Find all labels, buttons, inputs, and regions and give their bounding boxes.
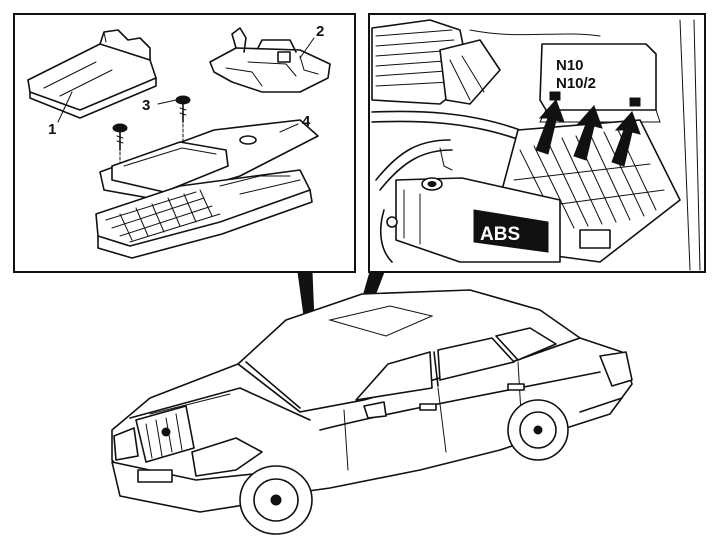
part-2-unit [209,27,331,93]
engine-bay-vent [371,19,501,105]
door-handle-rear [507,383,525,391]
relay-label-n10: N10 [556,57,584,74]
left-detail-panel: 1 2 3 4 [13,13,356,273]
headlight-left [191,437,263,477]
part-1-cover [27,29,157,119]
fuse-grid [105,189,221,243]
callout-1: 1 [48,121,56,138]
leader-lines [57,37,315,133]
abs-label: ABS [480,224,520,245]
callout-4: 4 [302,113,311,130]
callout-3: 3 [142,97,150,114]
tail-light [599,351,633,387]
engine-bay-hoses [371,19,701,271]
relay-arrows [535,99,641,167]
car-wheels [239,399,569,535]
car-windows [355,327,557,401]
callout-2: 2 [316,23,324,40]
side-mirror [363,401,387,419]
door-handle-front [419,403,437,411]
relay-label-n10-2: N10/2 [556,75,596,92]
car-front [111,405,277,513]
sunroof [328,305,434,337]
part-3-screws [112,95,191,171]
headlight-right [113,427,139,461]
abs-unit: ABS [379,147,561,263]
car-rear [579,351,633,413]
right-detail-panel: ABS N10 N10/2 [368,13,706,273]
hood-emblem [161,427,171,437]
license-plate [137,469,173,483]
part-4-fuse-box [95,119,319,259]
car-illustration [111,289,633,535]
